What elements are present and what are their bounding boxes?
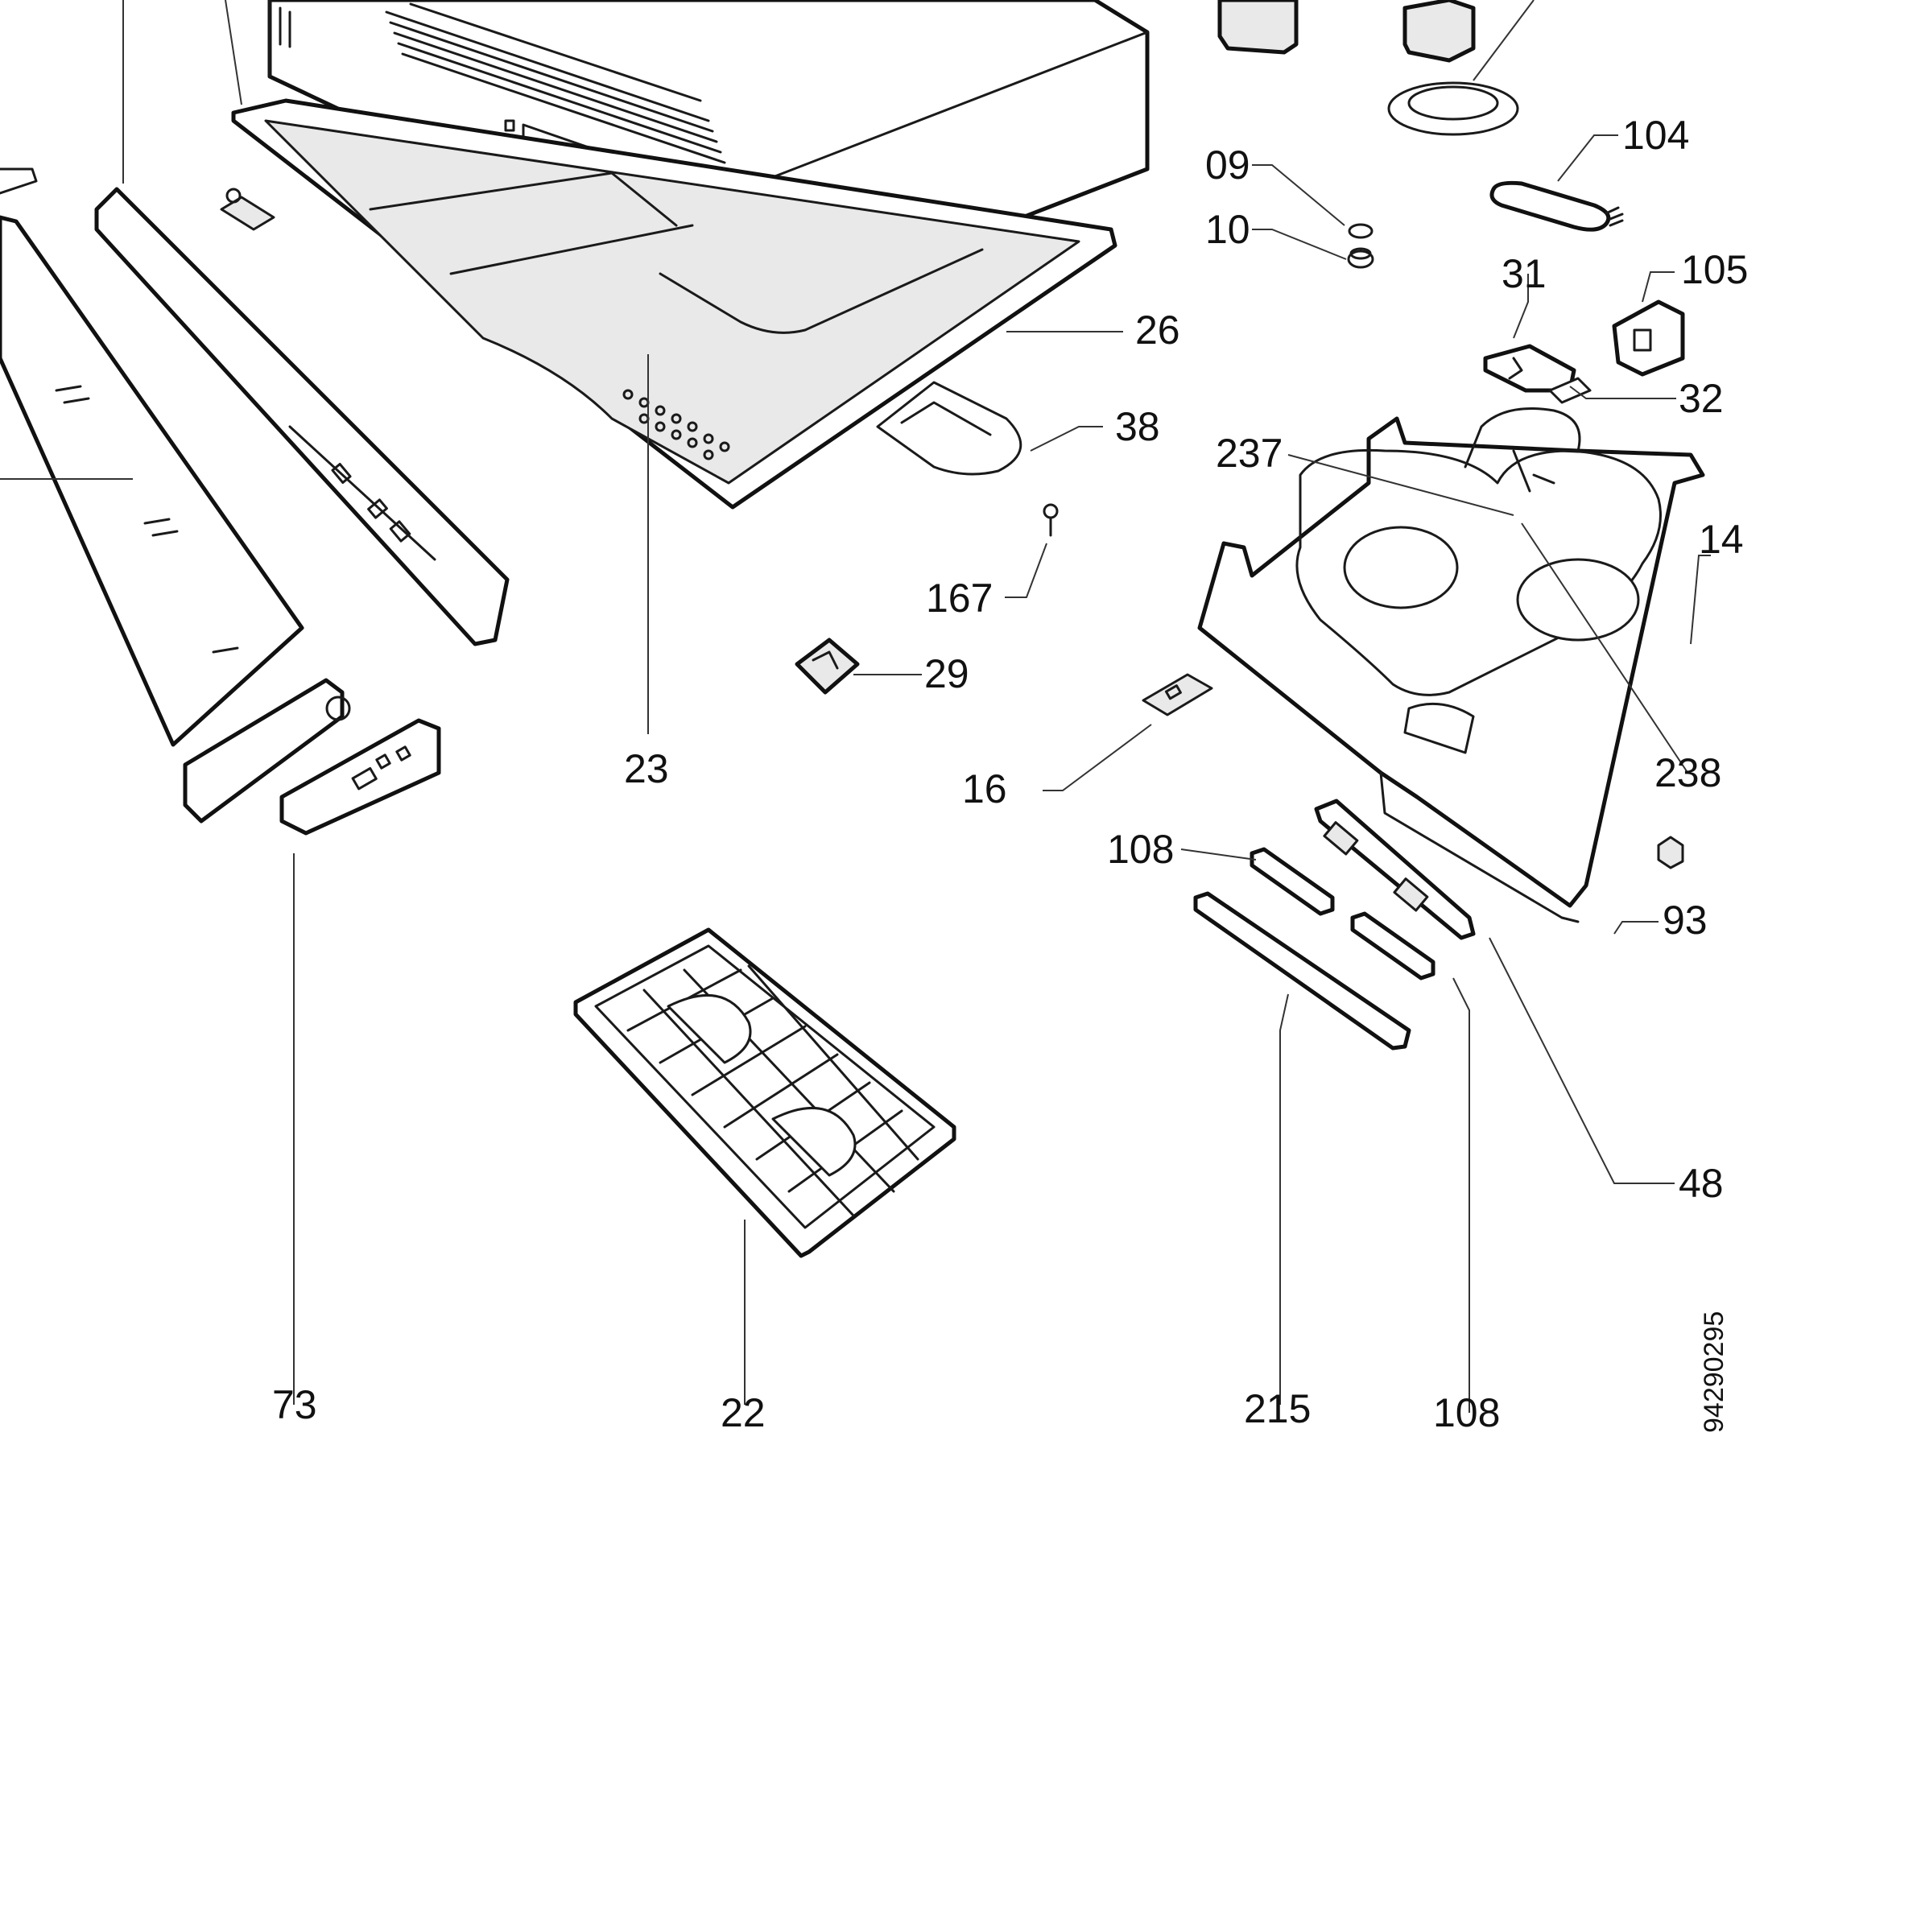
label-22: 22 <box>721 1390 766 1435</box>
label-215: 215 <box>1244 1386 1312 1431</box>
bracket-73 <box>279 718 441 836</box>
lamp-31 <box>1483 344 1576 393</box>
label-237: 237 <box>1216 431 1283 476</box>
foam-16 <box>1142 673 1213 716</box>
label-32: 32 <box>1679 376 1724 421</box>
label-29: 29 <box>924 651 969 696</box>
screw-167 <box>1043 503 1059 537</box>
label-104: 104 <box>1622 113 1690 158</box>
bar-215 <box>1193 891 1411 1051</box>
label-23: 23 <box>624 746 669 791</box>
glass-panel <box>0 167 304 747</box>
duct-slide-38 <box>876 381 1022 476</box>
label-09: 09 <box>1205 142 1250 188</box>
label-31: 31 <box>1502 251 1547 296</box>
switch-108-left <box>1250 847 1335 916</box>
switch-105 <box>1612 299 1685 377</box>
label-108-bottom: 108 <box>1433 1390 1501 1435</box>
label-93: 93 <box>1663 898 1708 943</box>
drawing-code: 94290295 <box>1699 1311 1729 1433</box>
label-16: 16 <box>962 766 1007 811</box>
label-167: 167 <box>926 576 993 621</box>
hinge-bracket <box>183 678 351 824</box>
label-10: 10 <box>1205 207 1250 252</box>
label-48: 48 <box>1679 1161 1724 1206</box>
control-board-48 <box>1314 799 1476 940</box>
label-38: 38 <box>1115 404 1160 449</box>
gasket-104 <box>1489 180 1624 232</box>
switch-108-right <box>1350 911 1435 980</box>
label-105: 105 <box>1681 247 1749 292</box>
label-108-top: 108 <box>1107 827 1175 872</box>
clip-93-small <box>1657 836 1684 869</box>
spacer-09 <box>1348 223 1374 239</box>
label-14: 14 <box>1699 517 1744 562</box>
lamp-holder-32 <box>1548 377 1592 404</box>
clip-part <box>220 188 275 231</box>
hood-vent-slots <box>385 2 726 164</box>
filter-perforations <box>622 389 730 460</box>
label-238: 238 <box>1654 750 1722 795</box>
label-26: 26 <box>1135 308 1180 353</box>
front-trim-bar <box>94 187 510 646</box>
filter-frame <box>231 98 1117 510</box>
motor-housing-base <box>1197 407 1705 923</box>
motor-parts-top <box>1217 0 1519 136</box>
leader-lines <box>122 0 1711 1413</box>
label-73: 73 <box>272 1382 317 1427</box>
spacer-10 <box>1347 247 1374 269</box>
clip-29 <box>795 638 860 695</box>
filter-tray-22 <box>573 927 956 1258</box>
